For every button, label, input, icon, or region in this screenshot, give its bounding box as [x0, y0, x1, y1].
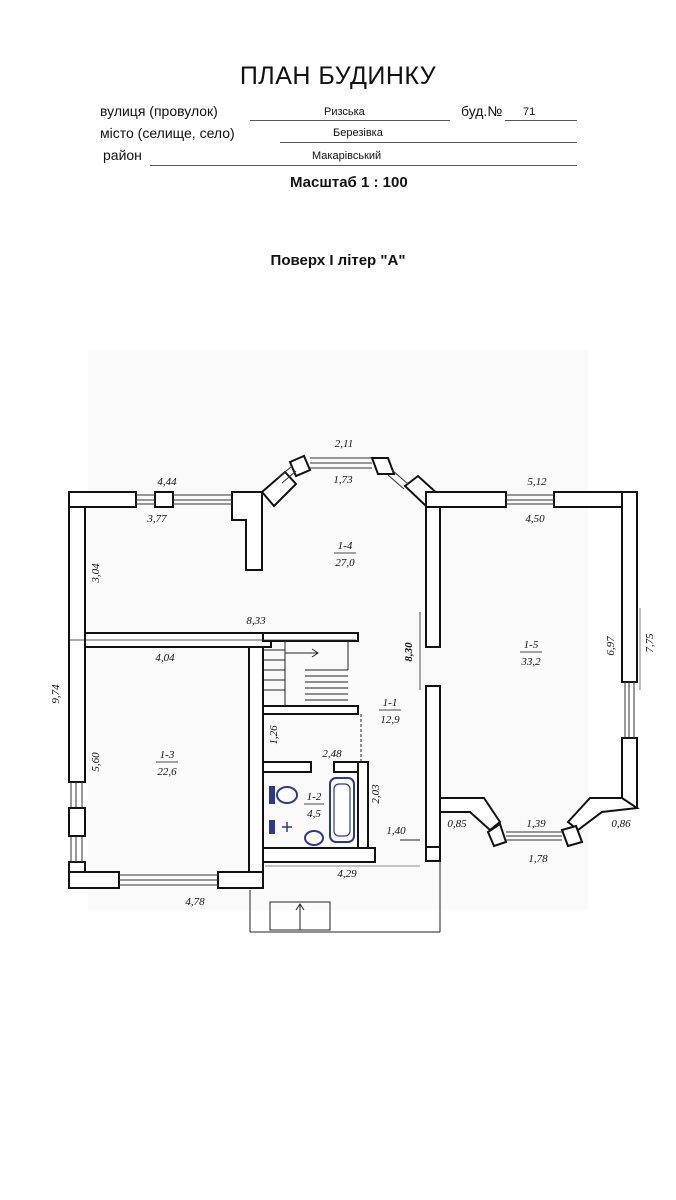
dim-label: 5,12 [527, 476, 547, 488]
wall-stair-bottom [262, 705, 359, 715]
dim-label: 1,73 [333, 474, 353, 486]
district-value: Макарівський [312, 150, 382, 162]
wall-bottom-right-corner [425, 846, 441, 862]
dim-label: 4,50 [525, 513, 545, 525]
wall-top-left [68, 491, 137, 508]
street-value: Ризська [324, 106, 365, 118]
wall-left-upper [68, 491, 86, 783]
dimension-lines [70, 608, 641, 867]
wall-bay-left-diag [260, 470, 298, 508]
room-id: 1-5 [524, 639, 539, 651]
wall-right-lower [621, 737, 638, 809]
room-label-1-1: 1-1 12,9 [379, 697, 401, 726]
house-value: 71 [523, 106, 536, 118]
city-value: Березівка [333, 127, 383, 139]
dim-label: 0,85 [447, 818, 467, 830]
window-left [68, 782, 86, 862]
wall-bottom-left-a [68, 871, 120, 889]
dim-label: 3,04 [90, 563, 102, 584]
dim-label: 8,30 [403, 642, 415, 662]
city-label: місто (селище, село) [100, 125, 235, 141]
wall-bay-lower-right-cap [560, 824, 584, 848]
scale-text: Масштаб 1 : 100 [290, 174, 408, 191]
room-area: 22,6 [157, 766, 177, 778]
wall-bath-bottom [262, 847, 376, 863]
wall-top-right-a [425, 491, 507, 508]
room-area: 4,5 [307, 808, 321, 820]
room-label-1-2: 1-2 4,5 [304, 791, 324, 820]
window-top-left [136, 494, 232, 505]
dim-label: 6,97 [605, 636, 617, 656]
dim-label: 4,44 [157, 476, 177, 488]
room-label-1-4: 1-4 27,0 [334, 540, 356, 569]
room-area: 33,2 [520, 656, 541, 668]
house-label: буд.№ [461, 103, 503, 119]
room-id: 1-1 [383, 697, 398, 709]
wall-right-upper [621, 491, 638, 683]
street-label: вулиця (провулок) [100, 103, 218, 119]
window-bottom-left [119, 874, 218, 886]
room-id: 1-4 [338, 540, 353, 552]
room-area: 27,0 [335, 557, 355, 569]
dim-label: 2,03 [370, 784, 382, 804]
wall-room-1-3-right [248, 646, 264, 873]
wall-center-lower [425, 685, 441, 862]
wall-bath-top-a [262, 761, 312, 773]
wall-bay-left-pier [231, 491, 263, 571]
room-area: 12,9 [380, 714, 400, 726]
wall-stair-top [262, 632, 359, 642]
district-underline [150, 165, 577, 166]
district-label: район [103, 147, 142, 163]
wall-bay-right-cap [370, 457, 396, 475]
floor-title: Поверх I літер "А" [270, 252, 406, 269]
stairs [263, 641, 349, 706]
plan-title: ПЛАН БУДИНКУ [239, 62, 437, 90]
wall-bay-lower-right [566, 797, 640, 832]
dim-label: 1,78 [528, 853, 548, 865]
dim-label: 8,33 [246, 615, 266, 627]
dim-label: 4,78 [185, 896, 205, 908]
entrance-porch [249, 839, 441, 933]
dim-label: 1,26 [268, 725, 280, 745]
dim-label: 1,40 [386, 825, 406, 837]
dim-label: 2,48 [322, 748, 342, 760]
wall-top-pier [154, 491, 174, 508]
window-bay-top [277, 457, 409, 490]
street-underline [250, 120, 450, 121]
window-top-right [506, 494, 554, 505]
dim-label: 7,75 [644, 633, 656, 653]
bathroom-fixtures [269, 777, 355, 846]
dim-label: 3,77 [146, 513, 167, 525]
city-underline [280, 142, 577, 143]
dim-label: 2,11 [335, 438, 353, 450]
wall-bay-lower-left-cap [486, 822, 508, 848]
dim-label: 5,60 [90, 752, 102, 772]
wall-bottom-left-b [217, 871, 264, 889]
dim-label: 1,39 [526, 818, 546, 830]
room-label-1-3: 1-3 22,6 [156, 749, 178, 778]
window-bay-bottom [506, 831, 562, 841]
wall-bath-right [357, 761, 369, 849]
dim-label: 4,29 [337, 868, 357, 880]
dim-label: 4,04 [155, 652, 175, 664]
room-id: 1-2 [307, 791, 322, 803]
house-underline [505, 120, 577, 121]
wall-bay-left-cap [288, 454, 312, 478]
room-label-1-5: 1-5 33,2 [520, 639, 542, 668]
window-right [624, 682, 635, 738]
room-id: 1-3 [160, 749, 175, 761]
dim-label: 9,74 [50, 684, 62, 704]
dim-label: 0,86 [611, 818, 631, 830]
wall-center-upper [425, 491, 441, 648]
